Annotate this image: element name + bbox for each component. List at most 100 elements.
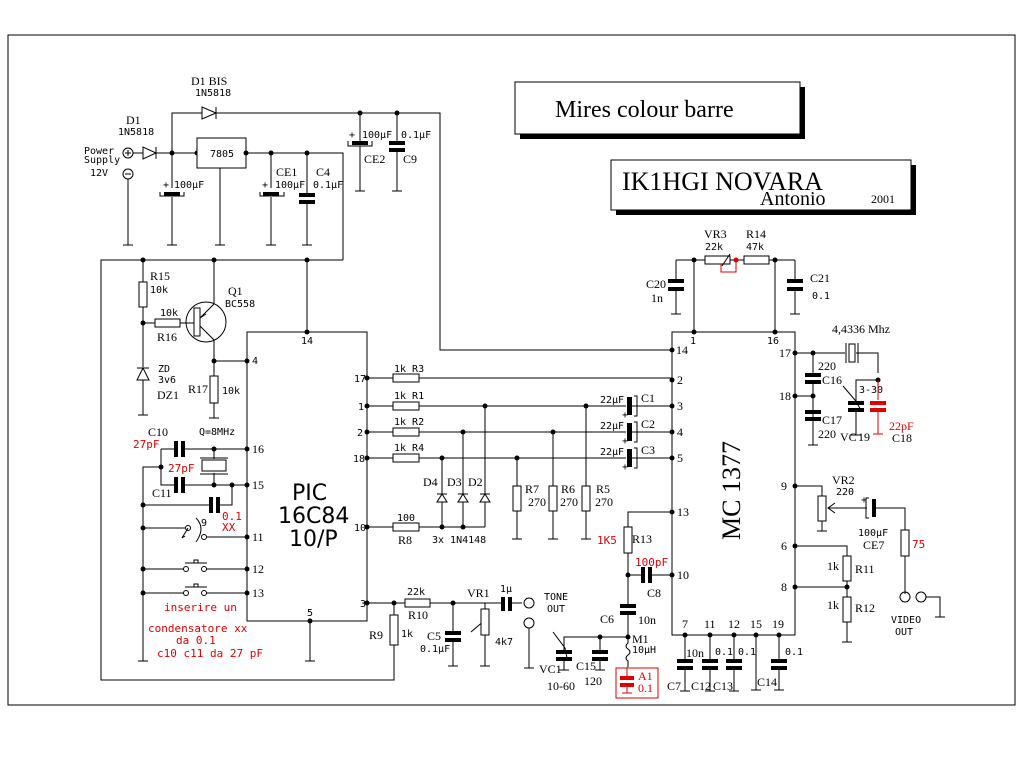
c11-label: C11 bbox=[152, 486, 172, 500]
cxx-label: XX bbox=[222, 521, 236, 534]
video-out-terminal[interactable] bbox=[899, 591, 911, 603]
m1-inductor bbox=[625, 637, 631, 667]
c4-value: 0.1µF bbox=[313, 180, 343, 191]
r2-label: 1k R2 bbox=[394, 417, 424, 428]
c11-value: 27pF bbox=[168, 462, 195, 475]
vc1-label: VC1 bbox=[539, 662, 562, 676]
pic-pin2: 2 bbox=[357, 428, 363, 439]
mc-pin15: 15 bbox=[750, 617, 762, 631]
c3-label: C3 bbox=[641, 443, 655, 457]
ce1-value: 100µF bbox=[275, 180, 305, 191]
c8-label: C8 bbox=[647, 586, 661, 600]
d1-label: D1 bbox=[126, 113, 141, 127]
r15-label: R15 bbox=[150, 269, 170, 283]
note-line1: inserire un bbox=[164, 601, 237, 614]
r4-label: 1k R4 bbox=[394, 443, 424, 454]
mc-pin14: 14 bbox=[676, 343, 688, 357]
d1-part: 1N5818 bbox=[118, 127, 154, 138]
mc1377-label: MC 1377 bbox=[717, 441, 746, 540]
mc-pin11: 11 bbox=[704, 617, 716, 631]
zd-ref: DZ1 bbox=[157, 388, 179, 402]
push-button-2[interactable] bbox=[143, 583, 247, 594]
mc-pin7: 7 bbox=[682, 617, 688, 631]
r14-label: R14 bbox=[746, 227, 766, 241]
drawing-frame bbox=[7, 34, 1016, 706]
c17-value: 220 bbox=[818, 427, 836, 441]
tone-out-label1: TONE bbox=[544, 592, 568, 603]
mc-pin17: 17 bbox=[779, 346, 791, 360]
vc-trimmer[interactable] bbox=[842, 379, 878, 436]
push-button-1[interactable] bbox=[143, 559, 247, 570]
author-year: 2001 bbox=[871, 192, 895, 206]
svg-text:9: 9 bbox=[201, 518, 207, 529]
r15-value: 10k bbox=[150, 285, 168, 296]
diodes-part: 3x 1N4148 bbox=[432, 535, 486, 546]
r13-value: 1K5 bbox=[597, 534, 617, 547]
svg-text:+: + bbox=[262, 180, 268, 191]
pic-pin5: 5 bbox=[307, 608, 313, 619]
r6-label: R6 bbox=[561, 482, 575, 496]
vr3-label: VR3 bbox=[704, 227, 727, 241]
q1-transistor bbox=[185, 301, 227, 343]
c6-label: C6 bbox=[600, 612, 614, 626]
c-out-value: 1µ bbox=[500, 584, 512, 595]
c13-label: C13 bbox=[713, 679, 733, 693]
d2-diode bbox=[479, 406, 491, 527]
svg-text:+: + bbox=[349, 130, 355, 141]
pic-pin12: 12 bbox=[252, 562, 264, 576]
c17-label: C17 bbox=[822, 413, 842, 427]
c7-label: C7 bbox=[667, 679, 681, 693]
ce7-label: CE7 bbox=[863, 538, 884, 552]
c21-label: C21 bbox=[810, 271, 830, 285]
a1-highlight-box bbox=[615, 667, 659, 699]
vr3-value: 22k bbox=[705, 242, 723, 253]
vr2-potentiometer[interactable] bbox=[817, 495, 827, 522]
r16-value: 10k bbox=[160, 308, 178, 319]
mc-pin19: 19 bbox=[772, 617, 784, 631]
r16-resistor bbox=[154, 318, 181, 328]
pic-pin10: 10 bbox=[354, 523, 366, 534]
vr3-trimmer[interactable] bbox=[704, 255, 731, 265]
zener-diode bbox=[136, 362, 150, 416]
crystal-4433-label: 4,4336 Mhz bbox=[832, 322, 890, 336]
c21-value: 0.1 bbox=[812, 291, 830, 302]
ground-symbol bbox=[123, 179, 133, 246]
r5-label: R5 bbox=[596, 482, 610, 496]
ce1-label: CE1 bbox=[276, 165, 297, 179]
r5-value: 270 bbox=[595, 495, 613, 509]
mc-pin6: 6 bbox=[781, 539, 787, 553]
c9-value: 0.1µF bbox=[401, 130, 431, 141]
c5-value: 0.1µF bbox=[420, 644, 450, 655]
r13-label: R13 bbox=[632, 532, 652, 546]
tone-out-terminal[interactable] bbox=[523, 597, 535, 609]
r9-label: R9 bbox=[369, 628, 383, 642]
video-ground-terminal[interactable] bbox=[915, 591, 927, 603]
tone-ground-terminal[interactable] bbox=[523, 617, 535, 629]
pic-pin13: 13 bbox=[252, 586, 264, 600]
voltage-label: 12V bbox=[90, 168, 108, 179]
ce7-value: 100µF bbox=[858, 528, 888, 539]
r1-label: 1k R1 bbox=[394, 391, 424, 402]
r12-value: 1k bbox=[827, 598, 839, 612]
c1-label: C1 bbox=[641, 391, 655, 405]
crystal-8mhz bbox=[201, 459, 227, 472]
r15-resistor bbox=[138, 281, 148, 308]
vr1-label: VR1 bbox=[467, 586, 490, 600]
mc-left-section: 1K5 R13 100pF C8 C6 10n M1 10µH A1 0.1 V… bbox=[539, 511, 672, 699]
supply-label: Supply bbox=[84, 155, 120, 166]
c12-label: C12 bbox=[691, 679, 711, 693]
vr1-potentiometer[interactable] bbox=[480, 608, 490, 636]
mc-pin10: 10 bbox=[677, 568, 689, 582]
mc-pin12: 12 bbox=[728, 617, 740, 631]
vc1-trimmer[interactable] bbox=[552, 631, 628, 671]
pic-pin18: 18 bbox=[353, 454, 365, 465]
r17-label: R17 bbox=[188, 382, 208, 396]
r10-label: R10 bbox=[408, 608, 428, 622]
selector-switch[interactable] bbox=[181, 517, 247, 543]
mc-pin18: 18 bbox=[779, 389, 791, 403]
c7-value: 10n bbox=[686, 646, 704, 660]
pic-label-line2: 16C84 bbox=[278, 504, 349, 529]
pic-pin3: 3 bbox=[360, 599, 366, 610]
c5-label: C5 bbox=[427, 629, 441, 643]
